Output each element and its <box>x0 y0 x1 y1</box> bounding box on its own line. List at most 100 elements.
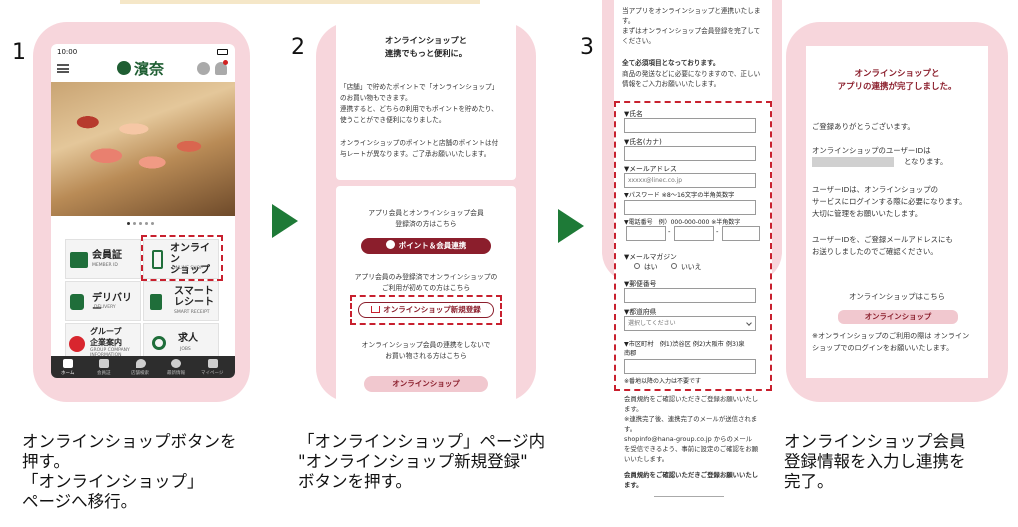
phone-separator: - <box>668 228 671 236</box>
tile-delivery[interactable]: デリバリー DELIVERY <box>65 281 141 321</box>
thanks-text: ご登録ありがとうございます。 <box>812 122 915 131</box>
email-input[interactable]: xxxxx@linec.co.jp <box>624 173 756 188</box>
highlight-new-registration <box>350 295 502 325</box>
tile-member-id[interactable]: 会員証 MEMBER ID <box>65 239 141 279</box>
phone-screen-2-top: オンラインショップと 連携でもっと便利に。 「店舗」で貯めたポイントで「オンライ… <box>336 22 516 180</box>
logo-mark-icon <box>117 61 131 75</box>
step-number-3: 3 <box>580 35 594 60</box>
phone2-para2: オンラインショップのポイントと店舗のポイントは付 与レートが異なります。ご了承お… <box>340 139 499 158</box>
name-input[interactable] <box>624 118 756 133</box>
nav-label-store: 店舗検索 <box>131 371 149 376</box>
tile-sub: GROUP COMPANY INFORMATION <box>90 348 130 358</box>
phone-screen-3: 当アプリをオンラインショップと連携いたしま す。 まずはオンラインショップ会員登… <box>614 0 772 527</box>
prefecture-select[interactable]: 選択してください <box>624 316 756 331</box>
phone-frame-2: オンラインショップと 連携でもっと便利に。 「店舗」で貯めたポイントで「オンライ… <box>316 22 536 402</box>
next-arrow-1 <box>272 204 298 238</box>
online-shop-button[interactable]: オンラインショップ <box>364 376 488 392</box>
tile-sub: MEMBER ID <box>92 263 118 268</box>
heart-icon[interactable] <box>197 62 210 75</box>
highlight-registration-form <box>614 101 772 391</box>
tile-smart-receipt[interactable]: スマート レシート SMART RECEIPT <box>143 281 219 321</box>
label-prefecture: ▼都道府県 <box>624 308 657 316</box>
smartphone-icon <box>152 250 163 269</box>
phone-input-2[interactable] <box>674 226 714 241</box>
company-logo-icon <box>69 336 85 352</box>
phone-screen-2-bottom: アプリ会員とオンラインショップ会員 登録済の方はこちら ポイント＆会員連携 アプ… <box>336 186 516 402</box>
completion-title: オンラインショップと アプリの連携が完了しました。 <box>837 69 957 92</box>
online-shop-button[interactable]: オンラインショップ <box>838 310 958 324</box>
label-kana: ▼氏名(カナ) <box>624 138 662 146</box>
coin-icon <box>385 240 395 249</box>
online-shop-link-text: オンラインショップはこちら <box>848 292 946 301</box>
magazine-yes-label: はい <box>644 263 658 271</box>
label-name: ▼氏名 <box>624 110 643 118</box>
bell-icon[interactable] <box>215 62 227 75</box>
login-note: ※オンラインショップのご利用の際は オンライン ショップでのログインをお願いいた… <box>812 331 970 352</box>
news-icon[interactable] <box>171 359 181 368</box>
app-logo: 濱奈 <box>134 60 165 78</box>
step-number-1: 1 <box>12 40 26 65</box>
nav-label-news: 最新情報 <box>167 371 185 376</box>
phone2-para1: 「店舗」で貯めたポイントで「オンラインショップ」 のお買い物もできます。 連携す… <box>340 83 499 124</box>
delivery-icon <box>70 294 84 310</box>
notification-dot <box>223 60 228 65</box>
phone2-question2: アプリ会員のみ登録済でオンラインショップの ご利用が初めての方はこちら <box>354 273 498 292</box>
card-icon[interactable] <box>99 359 109 368</box>
bottom-nav: ホーム 会員証 店舗検索 最新情報 マイページ <box>51 356 235 378</box>
label-zip: ▼郵便番号 <box>624 280 657 288</box>
pin-icon[interactable] <box>136 359 146 368</box>
next-arrow-2 <box>558 209 584 243</box>
nav-label-home: ホーム <box>61 371 75 376</box>
city-input[interactable] <box>624 359 756 374</box>
status-time: 10:00 <box>57 48 78 56</box>
phone3-footer1: 会員規約をご確認いただきご登録お願いいたし ます。 ※連携完了後、連携完了のメー… <box>624 395 759 463</box>
city-note: ※番地以降の入力は不要です <box>624 378 702 385</box>
label-magazine: ▼メールマガジン <box>624 253 677 261</box>
point-member-link-button[interactable]: ポイント＆会員連携 <box>361 238 491 254</box>
phone3-intro: 当アプリをオンラインショップと連携いたしま す。 まずはオンラインショップ会員登… <box>622 7 761 45</box>
caption-step-2: 「オンラインショップ」ページ内 "オンラインショップ新規登録" ボタンを押す。 <box>298 432 546 491</box>
magazine-no-radio[interactable] <box>671 263 677 269</box>
phone-input-3[interactable] <box>722 226 760 241</box>
kana-input[interactable] <box>624 146 756 161</box>
user-id-line1: オンラインショップのユーザーIDは <box>812 146 931 155</box>
label-city: ▼市区町村 例1)渋谷区 例2)大阪市 例3)泉 南郡 <box>624 341 745 357</box>
sushi-banner-image[interactable] <box>51 82 235 216</box>
tile-sub: SMART RECEIPT <box>174 310 210 315</box>
battery-icon <box>217 49 228 55</box>
magazine-no-label: いいえ <box>681 263 702 271</box>
tile-online-shop[interactable]: オンライン ショップ ONLINE SHOP <box>143 239 219 279</box>
user-id-masked <box>812 157 894 167</box>
receipt-icon <box>150 294 162 310</box>
user-id-line2: となります。 <box>904 157 948 166</box>
tile-sub: DELIVERY <box>94 305 116 310</box>
password-input[interactable] <box>624 200 756 215</box>
top-strip <box>120 0 480 4</box>
caption-step-3: オンラインショップ会員 登録情報を入力し連携を 完了。 <box>784 432 966 491</box>
phone-screen-1: 10:00 濱奈 会員証 MEMBER ID オンライン ショップ <box>51 44 235 378</box>
magazine-yes-radio[interactable] <box>634 263 640 269</box>
phone-screen-4: オンラインショップと アプリの連携が完了しました。 ご登録ありがとうございます。… <box>806 46 988 378</box>
tile-sub: JOBS <box>180 347 191 352</box>
new-registration-button[interactable]: オンラインショップ新規登録 <box>358 302 494 318</box>
phone-separator: - <box>716 228 719 236</box>
phone2-heading: オンラインショップと 連携でもっと便利に。 <box>385 35 467 58</box>
bag-icon[interactable] <box>208 359 218 368</box>
search-icon <box>152 336 166 350</box>
user-id-info: ユーザーIDは、オンラインショップの サービスにログインする際に必要になります。… <box>812 185 967 218</box>
phone-input-1[interactable] <box>626 226 666 241</box>
user-id-info2: ユーザーIDを、ご登録メールアドレスにも お送りしましたのでご確認ください。 <box>812 235 953 256</box>
phone2-question3: オンラインショップ会員の連携をしないで お買い物される方はこちら <box>361 341 491 360</box>
tile-label: 会員証 <box>92 250 122 261</box>
phone3-required-text: 商品の発送などに必要になりますので、正しい 情報をご入力お願いいたします。 <box>622 70 761 88</box>
carousel-dots[interactable] <box>127 222 159 226</box>
home-icon[interactable] <box>63 359 73 368</box>
zip-input[interactable] <box>624 288 756 303</box>
phone3-required-title: 全て必須項目となっております。 <box>622 59 720 67</box>
nav-label-card: 会員証 <box>97 371 111 376</box>
phone-frame-1: 10:00 濱奈 会員証 MEMBER ID オンライン ショップ <box>33 22 250 402</box>
menu-icon[interactable] <box>57 64 69 73</box>
label-email: ▼メールアドレス <box>624 165 677 173</box>
phone-frame-4: オンラインショップと アプリの連携が完了しました。 ご登録ありがとうございます。… <box>786 22 1008 402</box>
tile-label: スマート レシート <box>174 286 214 308</box>
